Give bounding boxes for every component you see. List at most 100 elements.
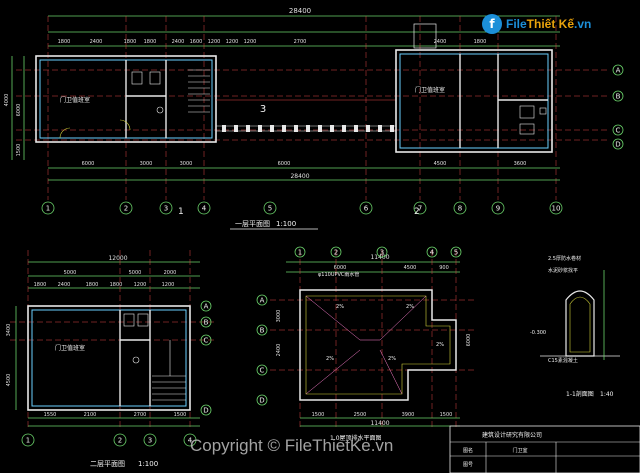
second-axis-2-circle xyxy=(143,433,157,447)
axis-bubble-9-circle xyxy=(549,201,563,215)
axis-bubble-6-circle xyxy=(413,201,427,215)
roof-side-dim-1: 2400 xyxy=(276,344,282,357)
roof-row-2: C xyxy=(260,367,265,375)
roof-dim-1: 4500 xyxy=(404,265,417,271)
roof-slope-4: 2% xyxy=(436,342,444,348)
second-dim-2: 2000 xyxy=(164,270,177,276)
second-axis-0-circle xyxy=(21,433,35,447)
side-dim-2: 1500 xyxy=(16,144,22,157)
bottom-dim-4: 4500 xyxy=(434,161,447,167)
roof-side-dim-2: 6000 xyxy=(466,334,472,347)
roof-slope-2: 2% xyxy=(326,356,334,362)
top-dim-8: 1200 xyxy=(244,39,257,45)
fence-post xyxy=(318,125,322,132)
second-side-dim-0: 3400 xyxy=(6,324,12,337)
top-dim-2: 1800 xyxy=(124,39,137,45)
fence-post xyxy=(306,125,310,132)
axis-bubble-1: 2 xyxy=(124,205,128,213)
roof-bottom-dim-1: 2500 xyxy=(354,412,367,418)
title-block: 建筑设计研究有限公司 图名 图号 门卫室 xyxy=(449,425,640,473)
logo-text-a: File xyxy=(506,17,527,31)
second-row-0: A xyxy=(204,303,209,311)
second-bottom-dim-2: 2700 xyxy=(134,412,147,418)
bottom-dim-1: 3000 xyxy=(140,161,153,167)
row-bubble-3: D xyxy=(615,141,620,149)
roof-row-3-circle xyxy=(256,394,268,406)
roof-dim-0: 6000 xyxy=(334,265,347,271)
second-room-label: 门卫值班室 xyxy=(55,344,85,352)
fence-post xyxy=(246,125,250,132)
axis-bubble-1-circle xyxy=(119,201,133,215)
second-row-0-circle xyxy=(200,300,212,312)
fence-post xyxy=(294,125,298,132)
top-dim-5: 1600 xyxy=(190,39,203,45)
room-label-right: 门卫值班室 xyxy=(415,86,445,94)
second-row-1: B xyxy=(204,319,209,327)
axis-bubble-7-circle xyxy=(453,201,467,215)
second-axis-1-circle xyxy=(113,433,127,447)
second-axis-0: 1 xyxy=(26,437,30,445)
top-dim-9: 2700 xyxy=(294,39,307,45)
roof-overall-dim: 11400 xyxy=(370,254,389,261)
detail-label-2: C15素混凝土 xyxy=(548,357,578,364)
detail-scale: 1:40 xyxy=(600,391,614,398)
row-bubble-0-circle xyxy=(612,64,624,76)
second-row-3-circle xyxy=(200,404,212,416)
second-axis-2: 3 xyxy=(148,437,152,445)
bottom-dim-3: 6000 xyxy=(278,161,291,167)
watermark-logo: f FileThiết Kế.vn xyxy=(482,14,591,34)
axis-bubble-8-circle xyxy=(491,201,505,215)
axis-bubble-4-circle xyxy=(263,201,277,215)
roof-bottom-dim-0: 1500 xyxy=(312,412,325,418)
roof-row-0-circle xyxy=(256,294,268,306)
roof-row-1: B xyxy=(260,327,265,335)
roof-slope-0: 2% xyxy=(336,304,344,310)
detail-label-1: 水泥砂浆找平 xyxy=(548,267,578,274)
fence-post xyxy=(270,125,274,132)
axis-bubble-6: 7 xyxy=(418,205,422,213)
side-dim-0: 4000 xyxy=(4,94,10,107)
roof-pipe-label: φ110UPVC雨水管 xyxy=(318,271,359,278)
second-sub-dim-4: 1200 xyxy=(134,282,147,288)
cut-mark-2: 2 xyxy=(414,207,420,217)
top-dim-4: 2400 xyxy=(172,39,185,45)
second-plan-title: 二层平面图 xyxy=(90,460,125,468)
second-sub-dim-1: 2400 xyxy=(58,282,71,288)
second-axis-3-circle xyxy=(183,433,197,447)
axis-bubble-9: 10 xyxy=(552,205,561,213)
fence-post xyxy=(282,125,286,132)
fence-posts xyxy=(222,125,394,132)
roof-slope-3: 2% xyxy=(388,356,396,362)
roof-axis-3: 4 xyxy=(430,249,435,257)
second-sub-dim-2: 1800 xyxy=(86,282,99,288)
second-dim-0: 5000 xyxy=(64,270,77,276)
roof-row-3: D xyxy=(259,397,264,405)
fence-post xyxy=(378,125,382,132)
roof-axis-0: 1 xyxy=(298,249,302,257)
roof-bottom-dim-2: 3900 xyxy=(402,412,415,418)
second-row-1-circle xyxy=(200,316,212,328)
roof-axis-1: 2 xyxy=(334,249,338,257)
second-dim-1: 5000 xyxy=(129,270,142,276)
fence-post xyxy=(258,125,262,132)
axis-bubble-7: 8 xyxy=(458,205,462,213)
roof-row-2-circle xyxy=(256,364,268,376)
detail-label-0: 2.5厚防水卷材 xyxy=(548,255,581,262)
roof-axis-4: 5 xyxy=(454,249,458,257)
section-mark: 3 xyxy=(260,104,266,115)
axis-bubble-0: 1 xyxy=(46,205,50,213)
axis-bubble-3: 4 xyxy=(202,205,207,213)
second-bottom-dim-1: 2100 xyxy=(84,412,97,418)
overall-dim: 28400 xyxy=(289,7,311,15)
axis-bubble-2: 3 xyxy=(164,205,168,213)
roof-axis-0-circle xyxy=(294,246,306,258)
top-dim-0: 1800 xyxy=(58,39,71,45)
